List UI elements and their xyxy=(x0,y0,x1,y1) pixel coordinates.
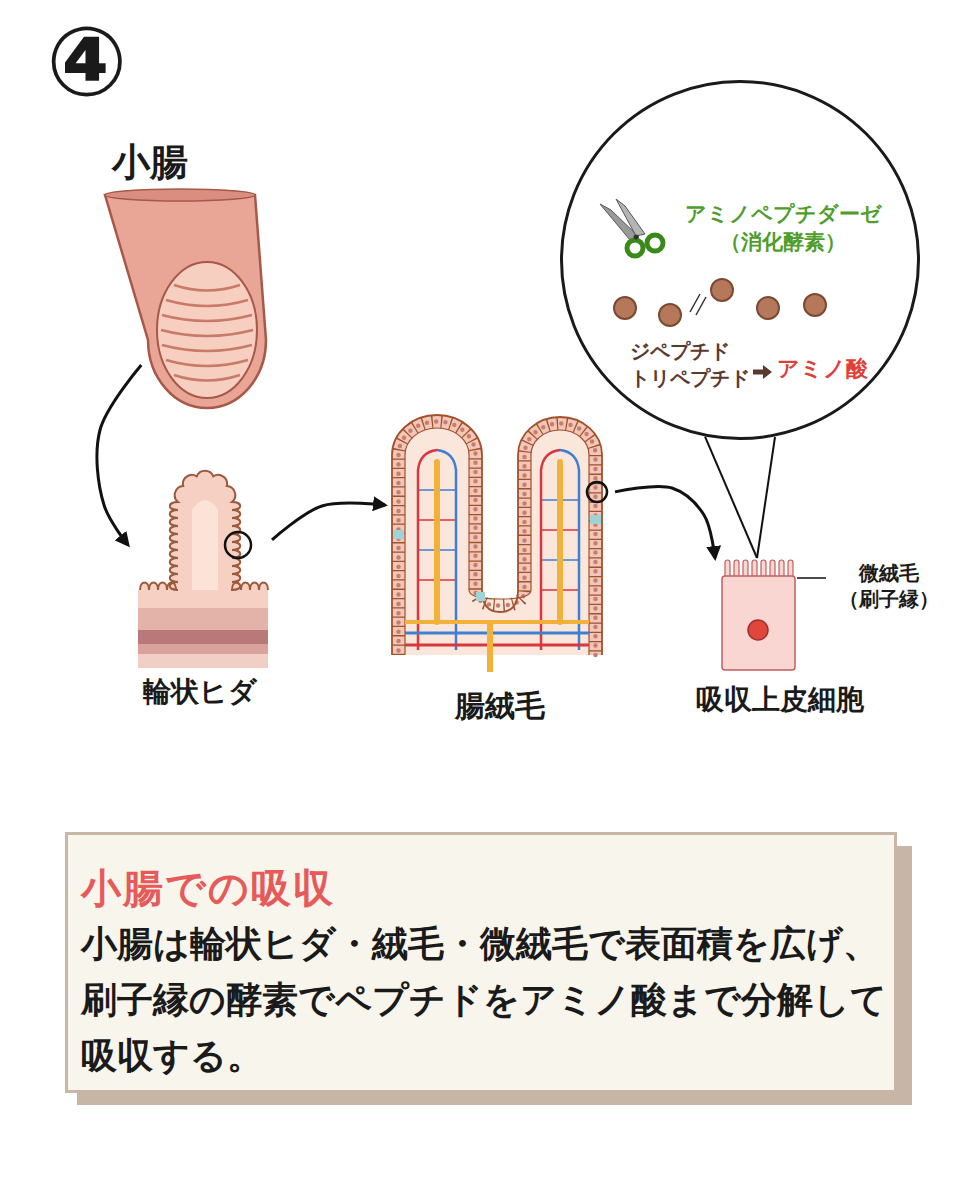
scissors-pivot xyxy=(634,235,639,240)
part-label: 微絨毛 （刷子縁） xyxy=(830,560,948,612)
leader-line xyxy=(797,577,826,579)
epithelium-layer xyxy=(392,415,602,655)
circular-fold xyxy=(174,375,240,381)
scissors-blade xyxy=(616,199,645,236)
lymph-vessel xyxy=(487,622,493,672)
goblet-cell xyxy=(476,592,485,601)
mucosa-layer xyxy=(138,590,268,608)
flow-arrow xyxy=(97,365,141,545)
muscle-layer xyxy=(138,630,268,644)
summary-body: 小腸は輪状ヒダ・絨毛・微絨毛で表面積を広げ、 刷子縁の酵素でペプチドをアミノ酸ま… xyxy=(81,916,884,1083)
circular-fold xyxy=(162,315,252,321)
tube-end xyxy=(105,189,255,201)
amino-acid-dot xyxy=(659,304,681,326)
cell-body xyxy=(722,576,795,670)
circular-fold xyxy=(161,330,253,336)
part-name: 腸絨毛 xyxy=(385,688,615,724)
part-name: 輪状ヒダ xyxy=(128,675,272,709)
zoom-line xyxy=(705,437,757,558)
enzyme-name: アミノペプチダーゼ （消化酵素） xyxy=(678,200,888,257)
fold-core xyxy=(192,500,218,590)
circular-fold xyxy=(166,300,248,306)
fold-outline xyxy=(140,471,268,590)
product-name: アミノ酸 xyxy=(777,356,868,382)
circular-fold xyxy=(166,360,248,366)
amino-acid-dot xyxy=(711,279,733,301)
scissors-handle xyxy=(647,235,663,251)
reaction-arrowhead xyxy=(763,365,772,379)
cell-nuclei xyxy=(399,422,596,656)
substrate-name: ジペプチド トリペプチド xyxy=(630,338,758,392)
flow-arrow xyxy=(272,503,385,540)
zoom-line xyxy=(757,437,775,558)
scissors-handle xyxy=(627,240,643,256)
lymph-vessel xyxy=(405,620,589,624)
artery xyxy=(405,644,589,647)
amino-acid-dot xyxy=(757,297,779,319)
organ-figure: 小腸 xyxy=(100,140,265,365)
cell-figure: 吸収上皮細胞 xyxy=(685,558,875,725)
organ-name: 小腸 xyxy=(112,142,188,184)
reaction-arrow xyxy=(753,370,764,375)
flow-arrow xyxy=(615,486,715,558)
cell-nucleus xyxy=(748,620,768,640)
capillary xyxy=(418,490,579,560)
zoom-marker xyxy=(225,532,251,558)
goblet-cell xyxy=(590,515,601,524)
fold-figure: 輪状ヒダ xyxy=(128,462,272,715)
amino-acid-dot xyxy=(804,294,826,316)
circular-fold xyxy=(174,285,240,291)
zoom-circle: アミノペプチダーゼ （消化酵素） ジペプチド トリペプチドアミノ酸 xyxy=(560,80,920,440)
circular-fold xyxy=(162,345,252,351)
callout-number: ④ xyxy=(46,14,127,110)
summary-box: 小腸での吸収小腸は輪状ヒダ・絨毛・微絨毛で表面積を広げ、 刷子縁の酵素でペプチド… xyxy=(65,832,897,1093)
muscle-layer xyxy=(138,644,268,654)
lacteal xyxy=(437,462,560,622)
serosa-layer xyxy=(138,654,268,668)
goblet-cell xyxy=(393,530,404,539)
vein xyxy=(405,632,589,635)
amino-acid-dot xyxy=(614,297,636,319)
villus-core xyxy=(405,428,589,655)
capillary xyxy=(418,520,579,590)
intestine-tube xyxy=(105,195,266,408)
part-name: 吸収上皮細胞 xyxy=(685,683,875,717)
summary-heading: 小腸での吸収 xyxy=(81,864,884,912)
zoom-outline xyxy=(562,82,919,439)
submucosa-layer xyxy=(138,608,268,630)
cell-borders xyxy=(399,422,596,656)
villus-figure: 腸絨毛 xyxy=(385,415,615,730)
zoom-marker xyxy=(587,482,607,502)
villus-inner-outline xyxy=(405,428,589,655)
tube-opening xyxy=(157,262,257,398)
villus-outline xyxy=(392,415,602,655)
cut-mark xyxy=(690,294,706,315)
